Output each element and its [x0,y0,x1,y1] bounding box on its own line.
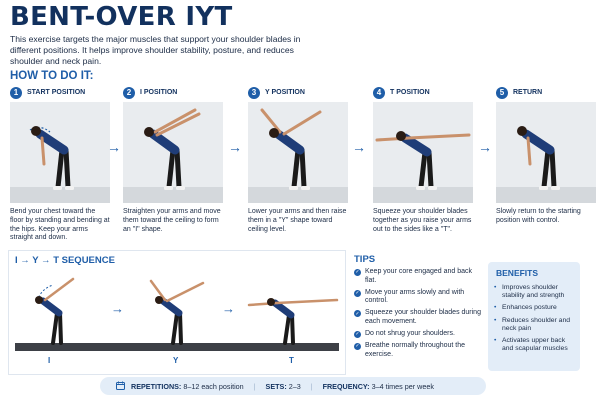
step-3: 3 Y POSITION Lower your arms and then ra… [248,86,348,233]
step-number-badge: 2 [123,86,135,99]
step-title: Y POSITION [265,89,305,96]
step-description: Straighten your arms and move them towar… [123,208,221,233]
sequence-title: I → Y → T SEQUENCE [15,255,115,266]
step-photo [248,102,348,203]
tips-list: ✓Keep your core engaged and back flat. ✓… [354,268,484,363]
step-title: RETURN [513,89,543,96]
step-number-badge: 3 [248,86,260,99]
benefits-title: BENEFITS [496,268,539,278]
check-circle-icon: ✓ [354,343,361,351]
frequency-label: FREQUENCY: [322,381,370,391]
step-2: 2 I POSITION Straighten your arms and mo… [123,86,223,233]
step-description: Bend your chest toward the floor by stan… [10,208,110,242]
arrow-right-icon: → [107,139,121,155]
sequence-floor [15,343,339,351]
benefit-item: •Enhances posture [494,304,557,312]
arrow-right-icon: → [111,301,124,316]
repetitions-label: REPETITIONS: [131,381,182,391]
sequence-figure-y [149,279,205,345]
sets-value: 2–3 [288,381,301,391]
tip-item: ✓Move your arms slowly and with control. [354,288,465,305]
benefit-item: •Improves shoulder stability and strengt… [494,284,565,300]
step-4: 4 T POSITION Squeeze your shoulder blade… [373,86,473,233]
repetitions-value: 8–12 each position [183,381,244,391]
check-circle-icon: ✓ [354,269,361,276]
tips-title: TIPS [354,254,376,265]
step-photo [10,102,110,203]
benefit-item: •Activates upper back and scapular muscl… [494,337,568,353]
benefits-list: •Improves shoulder stability and strengt… [494,284,578,357]
sequence-figure-t [247,298,339,345]
arrow-right-icon: → [352,139,366,155]
step-description: Squeeze your shoulder blades together as… [373,208,472,233]
step-number-badge: 4 [373,86,385,99]
check-circle-icon: ✓ [354,310,361,318]
tip-item: ✓Squeeze your shoulder blades during eac… [354,309,481,325]
sets-label: SETS: [265,381,287,391]
step-1: 1 START POSITION Bend your chest toward … [10,86,110,241]
step-photo [373,102,473,203]
sequence-label-t: T [289,356,294,365]
step-title: START POSITION [27,89,86,96]
sequence-label-y: Y [173,356,179,365]
benefits-panel: BENEFITS •Improves shoulder stability an… [488,262,580,371]
page-title: BENT-OVER IYT [10,2,233,32]
benefit-item: •Reduces shoulder and neck pain [494,316,571,332]
arrow-right-icon: → [228,139,242,155]
arrow-right-icon: → [478,139,492,155]
sequence-label-i: I [48,356,51,365]
tip-item: ✓Keep your core engaged and back flat. [354,268,473,284]
sequence-figure-i [35,277,75,345]
step-description: Lower your arms and then raise them in a… [248,208,347,233]
check-circle-icon: ✓ [354,289,361,297]
tip-item: ✓Do not shrug your shoulders. [354,330,455,339]
step-photo [496,102,596,203]
step-title: T POSITION [390,89,430,96]
footer-bar: REPETITIONS: 8–12 each position | SETS: … [100,377,486,395]
frequency-value: 3–4 times per week [371,381,434,391]
step-number-badge: 5 [496,86,508,99]
step-title: I POSITION [140,89,178,96]
calendar-icon [116,381,125,392]
check-circle-icon: ✓ [354,331,361,339]
arrow-right-icon: → [222,301,235,316]
tip-item: ✓Breathe normally throughout the exercis… [354,342,466,358]
step-description: Slowly return to the starting position w… [496,208,581,224]
intro-text: This exercise targets the major muscles … [10,34,301,66]
how-to-heading: HOW TO DO IT: [10,70,94,82]
sequence-panel: I → Y → T SEQUENCE I → Y → T [8,250,346,375]
step-photo [123,102,223,203]
step-number-badge: 1 [10,86,22,99]
step-5: 5 RETURN Slowly return to the starting p… [496,86,596,224]
